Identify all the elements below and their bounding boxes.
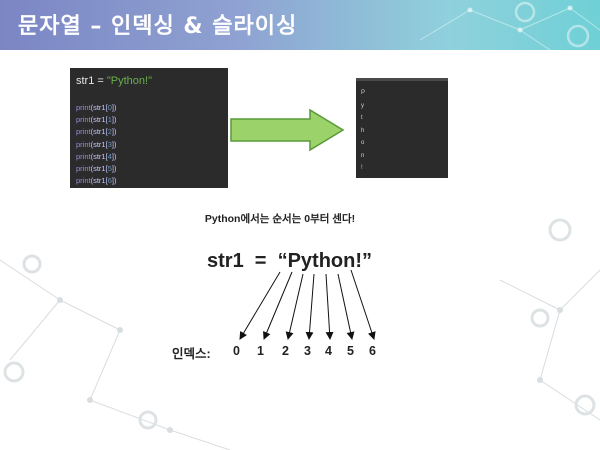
arrow-to-index-2 <box>285 273 304 340</box>
console-header-strip <box>356 78 448 81</box>
output-console-panel: P y t h o n ! <box>356 78 448 178</box>
arrow-to-index-4 <box>325 273 334 340</box>
arrow-to-index-6 <box>350 269 376 340</box>
code-line: print(str1[5]) <box>76 164 117 174</box>
code-editor-panel: str1 = "Python!" print(str1[0]) print(st… <box>70 68 228 188</box>
code-line: print(str1[1]) <box>76 115 117 125</box>
title-bar: 문자열 – 인덱싱 & 슬라이싱 <box>0 0 600 50</box>
arrow-to-index-1 <box>263 271 293 340</box>
output-char: h <box>361 127 365 134</box>
output-char: t <box>361 115 363 121</box>
code-print-lines: print(str1[0]) print(str1[1]) print(str1… <box>76 102 116 187</box>
index-number: 3 <box>304 344 311 358</box>
index-number: 6 <box>369 344 376 358</box>
arrow-to-index-3 <box>305 273 315 340</box>
zero-index-note: Python에서는 순서는 0부터 센다! <box>204 213 356 225</box>
output-char: n <box>361 152 365 159</box>
code-assign-var: str1 = <box>76 75 107 87</box>
index-number: 1 <box>257 344 264 358</box>
right-arrow-icon <box>230 108 345 152</box>
output-char: y <box>361 102 364 109</box>
code-line: print(str1[6]) <box>76 176 117 186</box>
code-assign-string: "Python!" <box>106 75 152 87</box>
code-line: print(str1[4]) <box>76 151 117 161</box>
title-network-decoration <box>419 1 600 50</box>
arrow-to-index-5 <box>337 273 355 340</box>
code-line: print(str1[0]) <box>76 103 117 112</box>
index-label: 인덱스: <box>172 347 211 361</box>
code-assignment: str1 = "Python!" <box>76 75 152 87</box>
output-char: o <box>361 140 365 146</box>
index-number: 5 <box>347 344 354 358</box>
arrow-to-index-0 <box>239 271 281 340</box>
code-line: print(str1[3]) <box>76 139 117 149</box>
code-line: print(str1[2]) <box>76 127 117 137</box>
string-expression: str1 = “Python!” <box>207 250 373 272</box>
output-lines: P y t h o n ! <box>361 87 365 175</box>
output-char: P <box>361 90 366 96</box>
output-char: ! <box>361 165 363 171</box>
page-title: 문자열 – 인덱싱 & 슬라이싱 <box>18 14 298 39</box>
index-number: 2 <box>282 344 289 358</box>
index-number: 0 <box>233 344 240 358</box>
index-number: 4 <box>325 344 332 358</box>
